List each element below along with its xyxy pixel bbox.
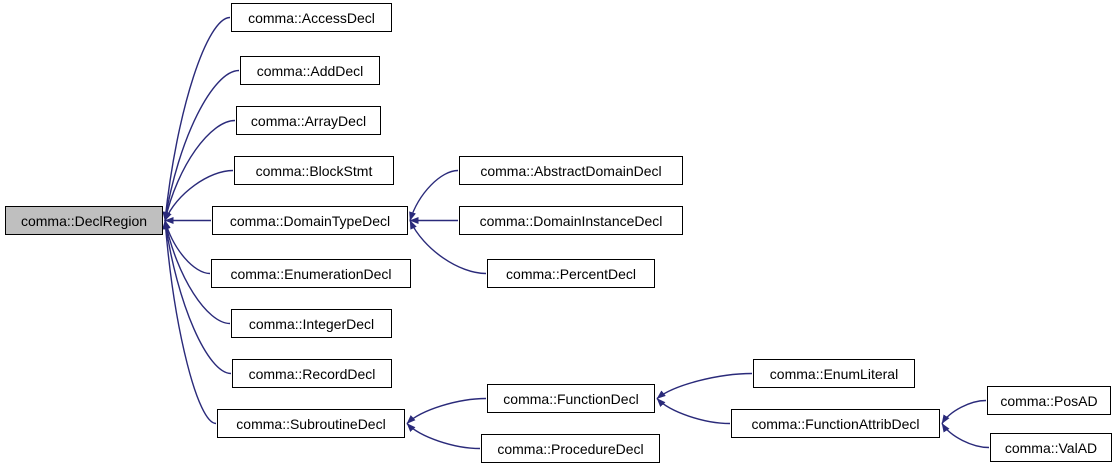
node-label: comma::DeclRegion [20,212,148,229]
node-label: comma::AbstractDomainDecl [480,162,662,179]
node-proceduredecl[interactable]: comma::ProcedureDecl [481,434,660,463]
node-recorddecl[interactable]: comma::RecordDecl [232,359,392,388]
edge-proceduredecl-to-subroutinedecl [406,423,481,450]
edge-adddecl-to-declregion [162,69,240,221]
edge-enumliteral-to-functiondecl [656,372,753,400]
node-label: comma::FunctionAttribDecl [751,415,920,432]
node-label: comma::ValAD [1004,439,1098,456]
edge-enumerationdecl-to-declregion [163,220,211,275]
node-enumerationdecl[interactable]: comma::EnumerationDecl [211,259,411,288]
edge-functiondecl-to-subroutinedecl [406,397,487,425]
node-label: comma::EnumLiteral [769,365,899,382]
edge-posad-to-functionattribdecl [941,399,987,424]
node-declregion: comma::DeclRegion [5,206,163,235]
node-enumliteral[interactable]: comma::EnumLiteral [753,359,915,388]
node-label: comma::PosAD [1000,392,1098,409]
node-integerdecl[interactable]: comma::IntegerDecl [231,309,392,338]
node-functiondecl[interactable]: comma::FunctionDecl [487,384,655,413]
edge-subroutinedecl-to-declregion [162,220,217,425]
node-label: comma::ProcedureDecl [497,440,644,457]
node-blockstmt[interactable]: comma::BlockStmt [234,156,394,185]
node-label: comma::DomainTypeDecl [229,212,391,229]
node-label: comma::FunctionDecl [503,390,639,407]
node-label: comma::ArrayDecl [250,112,367,129]
edge-recorddecl-to-declregion [162,220,232,375]
node-adddecl[interactable]: comma::AddDecl [240,56,380,85]
node-arraydecl[interactable]: comma::ArrayDecl [236,106,381,135]
node-label: comma::SubroutineDecl [236,415,386,432]
node-label: comma::BlockStmt [255,162,373,179]
edge-abstractdomaindecl-to-domaintypedecl [409,169,459,221]
node-subroutinedecl[interactable]: comma::SubroutineDecl [217,409,405,438]
edge-valad-to-functionattribdecl [941,423,990,449]
edge-accessdecl-to-declregion [162,16,231,221]
node-label: comma::PercentDecl [506,265,636,282]
edge-functionattribdecl-to-functiondecl [656,398,731,425]
node-valad[interactable]: comma::ValAD [990,433,1112,462]
node-label: comma::AccessDecl [248,9,375,26]
node-label: comma::AddDecl [256,62,364,79]
node-abstractdomaindecl[interactable]: comma::AbstractDomainDecl [459,156,683,185]
node-label: comma::EnumerationDecl [230,265,392,282]
node-domaintypedecl[interactable]: comma::DomainTypeDecl [212,206,408,235]
node-functionattribdecl[interactable]: comma::FunctionAttribDecl [731,409,940,438]
node-percentdecl[interactable]: comma::PercentDecl [487,259,655,288]
node-label: comma::DomainInstanceDecl [479,212,663,229]
node-accessdecl[interactable]: comma::AccessDecl [231,3,392,32]
node-domaininstancedecl[interactable]: comma::DomainInstanceDecl [459,206,683,235]
node-label: comma::IntegerDecl [248,315,375,332]
node-label: comma::RecordDecl [248,365,376,382]
node-posad[interactable]: comma::PosAD [987,386,1111,415]
